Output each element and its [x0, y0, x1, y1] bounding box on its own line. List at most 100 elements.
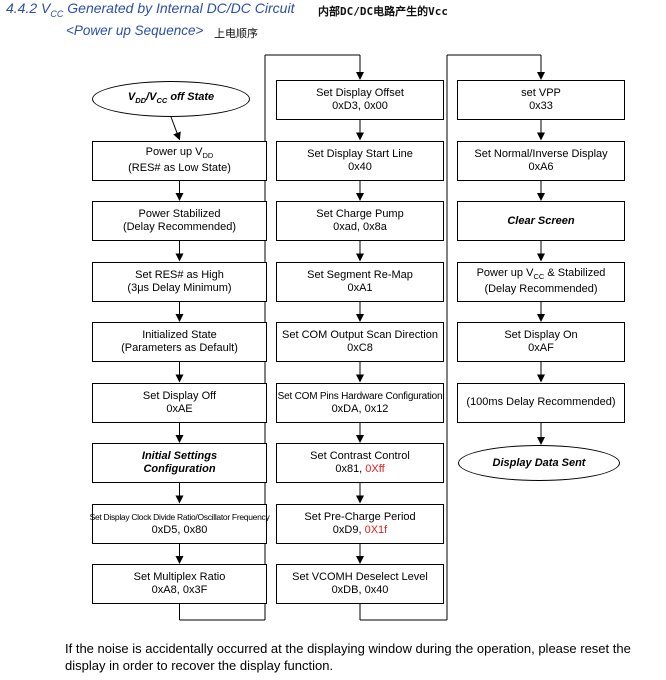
step-text: & Stabilized [544, 266, 606, 279]
step-text-line: 0xA1 [347, 282, 372, 295]
step-text-line: 0xAF [528, 342, 554, 355]
step-text-line: Set Charge Pump [316, 208, 403, 221]
step-text: 0xA6 [528, 160, 554, 173]
step-text: Power up V [476, 266, 534, 279]
step-text-line: Set COM Pins Hardware Configuration [278, 390, 443, 403]
step-text: (3μs Delay Minimum) [127, 281, 232, 294]
step-text-line: 0xDA, 0x12 [332, 403, 389, 416]
step-text: Set Pre-Charge Period [304, 510, 416, 523]
step-box-100ms-delay-recommended: (100ms Delay Recommended) [457, 382, 625, 423]
step-text-line: 0xD3, 0x00 [332, 100, 388, 113]
step-text: off State [167, 90, 215, 103]
step-text-line: 0x33 [529, 100, 553, 113]
step-text-line: 0xad, 0x8a [333, 221, 387, 234]
step-text: Clear Screen [507, 214, 575, 227]
step-text: Set Display On [504, 329, 578, 341]
step-text: Configuration [143, 463, 216, 475]
step-text-line: Set Display On [504, 329, 577, 342]
step-text-line: VDD/VCC off State [128, 91, 214, 107]
step-text-line: (Delay Recommended) [123, 221, 236, 234]
step-text: Set Segment Re-Map [307, 268, 413, 281]
flow-arrow [170, 116, 181, 141]
step-text-line: Set Contrast Control [310, 450, 410, 463]
subscript-text: DD [135, 96, 147, 106]
step-text-line: Set VCOMH Deselect Level [292, 571, 428, 584]
step-text: (Parameters as Default) [121, 342, 238, 354]
step-text-line: Set Display Clock Divide Ratio/Oscillato… [90, 511, 270, 524]
step-text-line: Set Multiplex Ratio [134, 571, 226, 584]
subscript-text: CC [533, 272, 545, 282]
step-text: Initial Settings [141, 450, 218, 462]
step-text-line: (3μs Delay Minimum) [127, 282, 231, 295]
step-text-line: 0xA8, 0x3F [152, 584, 208, 597]
subscript-text: CC [156, 96, 168, 106]
step-text-line: Set RES# as High [135, 269, 224, 282]
section-subtitle-chinese: 上电顺序 [214, 27, 258, 40]
step-text-line: 0xAE [166, 403, 192, 416]
step-text-line: Set Display Start Line [307, 148, 413, 161]
step-text: Set Display Clock Divide Ratio/Oscillato… [89, 511, 270, 522]
step-text: Initialized State [142, 329, 217, 341]
step-text: (Delay Recommended) [484, 283, 598, 296]
section-subtitle: <Power up Sequence> [66, 23, 204, 38]
step-text-line: Power up VDD [146, 146, 214, 162]
step-text-line: Initialized State [142, 329, 217, 342]
step-text: 0xAF [528, 342, 554, 354]
step-text-line: Set Display Offset [316, 87, 404, 100]
step-text-line: (100ms Delay Recommended) [466, 396, 615, 409]
step-text: Set Display Start Line [307, 147, 413, 160]
section-title: 4.4.2 VCC Generated by Internal DC/DC Ci… [6, 0, 295, 19]
step-box-clear-screen: Clear Screen [457, 201, 625, 241]
terminal-display-data-sent: Display Data Sent [458, 445, 620, 481]
step-text: Power Stabilized [138, 208, 221, 220]
step-text-line: Clear Screen [507, 215, 574, 228]
step-text: Set COM Pins Hardware Configuration [277, 390, 443, 402]
step-text: V [127, 90, 136, 103]
step-text-line: Set Segment Re-Map [307, 269, 413, 282]
footer-note: If the noise is accidentally occurred at… [65, 641, 631, 673]
step-text: 0xad, 0x8a [333, 221, 387, 233]
step-text: Set VCOMH Deselect Level [292, 571, 428, 583]
step-text-line: Power up VCC & Stabilized [477, 267, 606, 283]
step-text: 0xC8 [347, 342, 373, 354]
step-text: Set Display Offset [316, 87, 404, 99]
step-text: 0xAE [166, 402, 193, 415]
step-text: Set Multiplex Ratio [133, 571, 226, 583]
step-text-line: 0xD5, 0x80 [152, 524, 208, 537]
step-box-power-stabilized: Power Stabilized(Delay Recommended) [92, 201, 267, 241]
step-text-line: Initial Settings [142, 450, 217, 463]
step-text: Set Normal/Inverse Display [474, 147, 608, 160]
step-text: /V [146, 90, 157, 103]
step-text-line: (Parameters as Default) [121, 342, 238, 355]
step-text: 0Xff [365, 463, 385, 475]
step-text: Set Display Off [142, 389, 217, 402]
step-text-line: Set COM Output Scan Direction [282, 329, 438, 342]
step-text-line: 0xDB, 0x40 [332, 584, 389, 597]
step-box-initialized-state: Initialized State(Parameters as Default) [92, 322, 267, 362]
step-text-line: Configuration [143, 463, 215, 476]
step-text: Set Contrast Control [310, 450, 410, 462]
step-text: (RES# as Low State) [128, 162, 231, 175]
step-text: 0x81, [335, 463, 366, 475]
step-text-line: 0xC8 [347, 342, 373, 355]
step-text-line: (Delay Recommended) [484, 283, 597, 296]
step-text: 0xA8, 0x3F [151, 584, 208, 596]
step-box-power-up-vcc-stabilized: Power up VCC & Stabilized(Delay Recommen… [457, 261, 625, 302]
step-text: Set RES# as High [135, 268, 224, 281]
step-text-line: Set Pre-Charge Period [304, 511, 415, 524]
step-text-line: Display Data Sent [493, 457, 586, 470]
terminal-vdd-vcc-off-state: VDD/VCC off State [92, 81, 250, 117]
